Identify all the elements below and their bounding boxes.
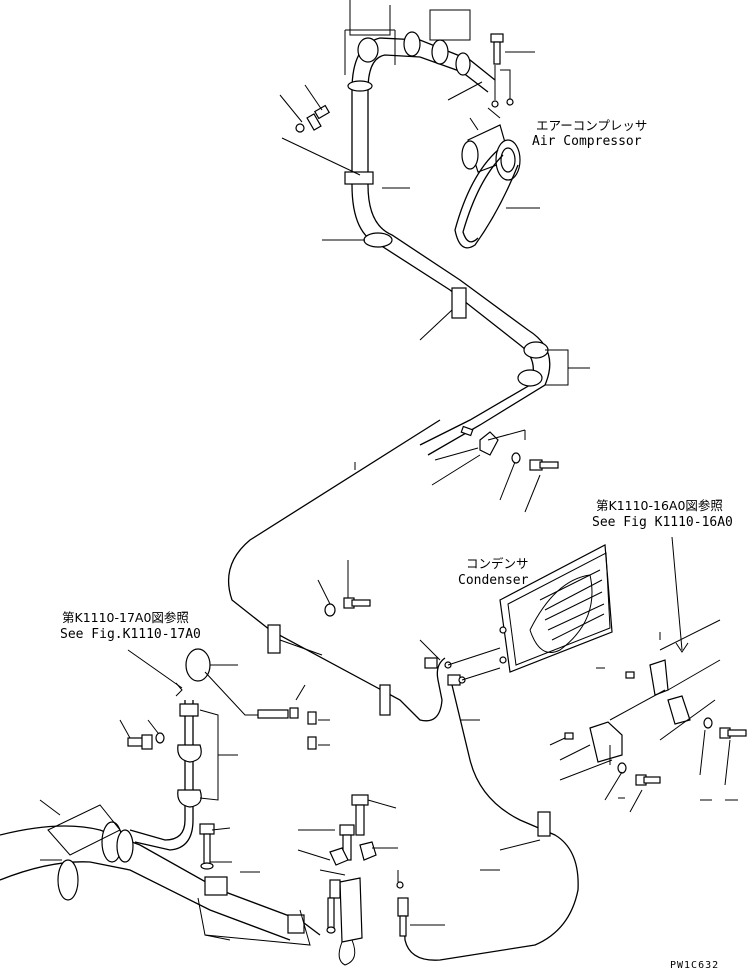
bolt-top-right	[490, 33, 514, 108]
condenser-fittings	[419, 639, 501, 721]
right-bracket-assembly: 第K1110-16A0図参照 See Fig K1110-16A0	[549, 498, 747, 813]
drawing-number: PW1C632	[670, 960, 719, 971]
bottom-left-hose	[0, 799, 321, 946]
ref-17a0-label-en: See Fig.K1110-17A0	[60, 627, 201, 642]
left-bracket-assembly: 第K1110-17A0図参照 See Fig.K1110-17A0	[60, 610, 330, 851]
bolt-washer-middle	[279, 560, 371, 656]
ref-17a0-label-jp: 第K1110-17A0図参照	[62, 610, 189, 625]
condenser-label-jp: コンデンサ	[466, 556, 529, 571]
accumulator-and-switches	[199, 794, 738, 966]
air-compressor-label-en: Air Compressor	[532, 134, 642, 149]
ref-16a0-label-jp: 第K1110-16A0図参照	[596, 498, 723, 513]
clamp-assembly-center	[354, 425, 559, 513]
ref-16a0-label-en: See Fig K1110-16A0	[592, 515, 733, 530]
condenser-label-en: Condenser	[458, 573, 529, 588]
long-refrigerant-hose	[228, 419, 579, 961]
air-compressor: エアーコンプレッサ Air Compressor	[454, 107, 647, 249]
condenser: コンデンサ Condenser	[458, 544, 613, 673]
air-compressor-label-jp: エアーコンプレッサ	[536, 118, 647, 133]
bolt-washer-top-left	[279, 84, 331, 133]
leader-lines-top	[281, 0, 590, 386]
top-discharge-hose	[344, 31, 551, 456]
